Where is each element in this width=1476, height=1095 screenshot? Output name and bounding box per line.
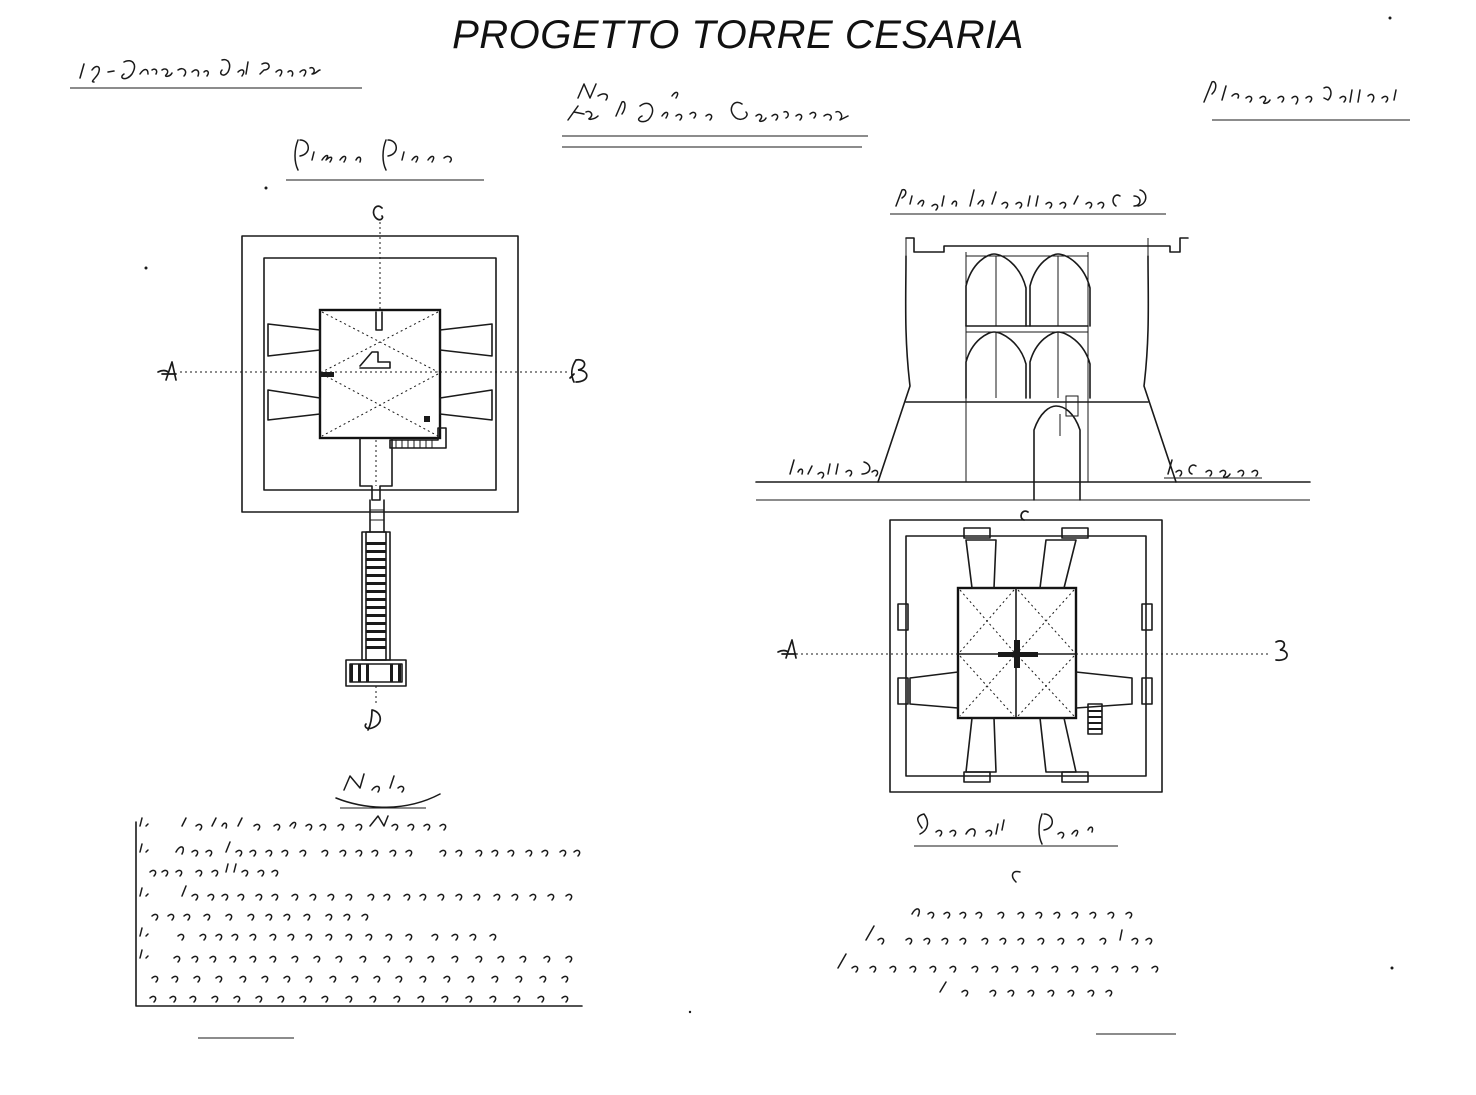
note-3 bbox=[139, 885, 573, 921]
handwritten-direzione-heading bbox=[70, 58, 362, 89]
page-title: PROGETTO TORRE CESARIA bbox=[452, 13, 1024, 57]
axis-letter-d bbox=[364, 709, 382, 731]
buttress-ne bbox=[439, 323, 493, 357]
nota-caption bbox=[335, 773, 441, 809]
secondo-piano-plan bbox=[777, 510, 1288, 793]
profile-caption bbox=[890, 188, 1166, 215]
note-5 bbox=[139, 949, 573, 1003]
axis-letter-c bbox=[1020, 510, 1029, 521]
note-4 bbox=[139, 927, 497, 941]
scan-specks bbox=[144, 16, 1394, 1014]
outer-enclosure-wall bbox=[241, 235, 519, 513]
handwritten-torre-title bbox=[562, 83, 868, 148]
note-2 bbox=[139, 841, 581, 877]
axis-letter-b bbox=[1275, 640, 1288, 661]
axis-letter-b bbox=[569, 358, 588, 383]
secondo-piano-caption bbox=[914, 813, 1118, 847]
buttress-sw bbox=[267, 389, 321, 421]
buttress-se bbox=[439, 389, 493, 421]
axis-letter-c bbox=[372, 205, 384, 221]
signature-block bbox=[837, 870, 1159, 997]
handwritten-gallipoli-heading bbox=[1203, 80, 1410, 121]
nota-block bbox=[135, 815, 583, 1007]
campagna-label bbox=[1167, 459, 1259, 479]
inner-enclosure-wall bbox=[905, 535, 1147, 777]
outer-enclosure-wall bbox=[889, 519, 1163, 793]
tower-body bbox=[956, 586, 1078, 720]
buttress-nw bbox=[267, 323, 321, 357]
axis-letter-a bbox=[777, 639, 797, 659]
axis-letter-a bbox=[157, 361, 177, 381]
profile-section bbox=[755, 237, 1311, 501]
primo-piano-plan bbox=[157, 205, 588, 731]
note-1 bbox=[139, 815, 447, 831]
livello-label bbox=[789, 459, 879, 479]
primo-piano-caption bbox=[286, 139, 484, 181]
